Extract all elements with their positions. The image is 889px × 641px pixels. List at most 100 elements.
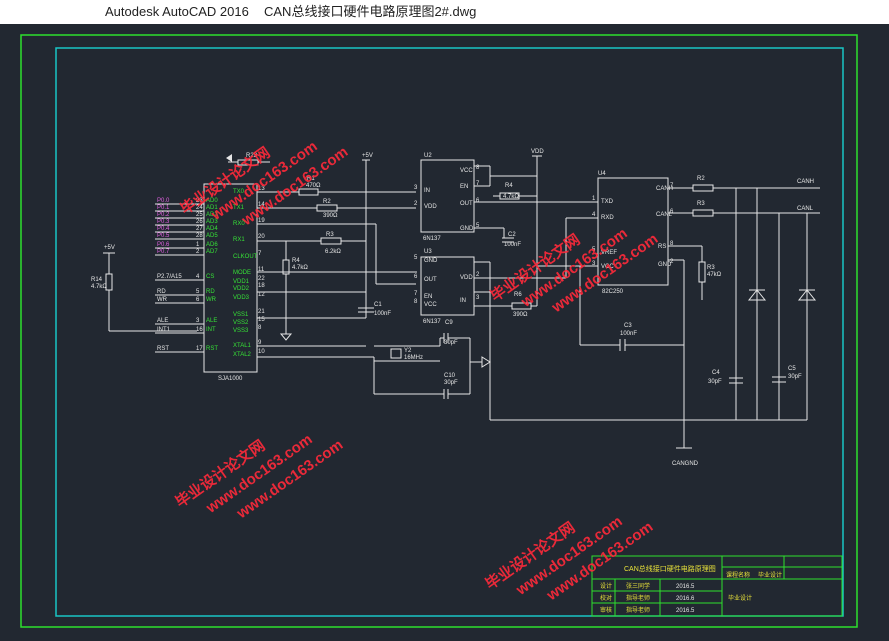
sja-pin-num: 2 xyxy=(196,249,200,255)
left-net-label: RD xyxy=(157,289,166,295)
u4-pin-label: TXD xyxy=(601,199,614,205)
u3-pin-label: EN xyxy=(424,294,432,300)
u3-pin-num: 3 xyxy=(476,295,480,301)
c2-ref: C2 xyxy=(508,232,516,238)
sja-pin-label: AD0 xyxy=(206,198,218,204)
u4-name: 82C250 xyxy=(602,289,624,295)
u2-pin-label: EN xyxy=(460,184,468,190)
watermark-2: 毕业设计论文网 www.doc163.com www.doc163.com xyxy=(172,431,346,523)
sja-pin-label: RST xyxy=(206,346,218,352)
u2-pin-label: VCC xyxy=(460,168,473,174)
sja-pin-label: RD xyxy=(206,289,215,295)
inner-border xyxy=(55,47,844,617)
tb-r1b: 张三同学 xyxy=(626,582,650,590)
c1-capacitor xyxy=(358,307,374,313)
sja-pin-label: CLKOUT xyxy=(233,254,258,260)
sja-pin-num: 11 xyxy=(258,267,265,273)
sja-pin-num: 13 xyxy=(258,186,265,192)
vcc-label: +5V xyxy=(362,153,373,159)
c10-ref: C10 xyxy=(444,373,456,379)
sja-pin-label: AD2 xyxy=(206,212,218,218)
c2-val: 100nF xyxy=(504,242,521,248)
c10-val: 30pF xyxy=(444,380,458,386)
left-net-label: P0.0 xyxy=(157,198,170,204)
sja-pin-num: 20 xyxy=(258,234,265,240)
drawing-canvas[interactable]: SJA1000 AD023AD124AD225AD326AD427AD528AD… xyxy=(0,24,889,641)
sja-pin-label: WR xyxy=(206,297,217,303)
r23-resistor: R23 xyxy=(226,153,270,166)
sja-pin-num: 18 xyxy=(258,283,265,289)
sja-pin-num: 17 xyxy=(196,346,203,352)
u4-pin-num: 8 xyxy=(670,241,674,247)
sja-pin-label: AD6 xyxy=(206,242,218,248)
r6-val: 390Ω xyxy=(513,312,528,318)
c1-val: 100nF xyxy=(374,311,391,317)
left-net-label: P0.5 xyxy=(157,233,170,239)
sja-pin-num: 7 xyxy=(258,251,262,257)
sja-pin-label: TX1 xyxy=(233,205,245,211)
sja-pin-num: 1 xyxy=(196,242,200,248)
r14-resistor: +5V R14 4.7kΩ xyxy=(91,245,197,332)
sja-pin-num: 12 xyxy=(258,292,265,298)
sja-pin-num: 3 xyxy=(196,318,200,324)
left-net-label: WR xyxy=(157,297,168,303)
tb-r2c: 2016.6 xyxy=(676,596,695,602)
c3-val: 100nF xyxy=(620,331,637,337)
tb-r3a: 审核 xyxy=(600,606,612,614)
c9-ref: C9 xyxy=(445,320,453,326)
r2-val: 390Ω xyxy=(323,213,338,219)
sja-pin-label: RX1 xyxy=(233,237,245,243)
sja-pin-label: VSS1 xyxy=(233,312,249,318)
u2-pin-num: 2 xyxy=(414,201,418,207)
sja-pin-num: 14 xyxy=(258,202,265,208)
can-bus-wires xyxy=(579,184,820,448)
tb-title: CAN总线接口硬件电路原理图 xyxy=(624,564,716,573)
u2-pin-num: 5 xyxy=(476,223,480,229)
r4b-val: 4.7kΩ xyxy=(503,194,519,200)
crystal-val: 16MHz xyxy=(404,355,423,361)
c5-ref: C5 xyxy=(788,366,796,372)
u2-pin-label: IN xyxy=(424,188,430,194)
r6-ref: R6 xyxy=(514,292,522,298)
vdd-label: VDD xyxy=(531,149,544,155)
u3-pin-label: OUT xyxy=(424,277,437,283)
tb-right-a: 课程名称 xyxy=(726,571,750,579)
sja-pin-label: AD4 xyxy=(206,226,218,232)
sja-pin-num: 21 xyxy=(258,309,265,315)
u4-pin-num: 3 xyxy=(592,261,596,267)
canh-label: CANH xyxy=(797,179,814,185)
r1-val: 470Ω xyxy=(306,183,321,189)
rs-val: 47kΩ xyxy=(707,272,722,278)
sja1000-name: SJA1000 xyxy=(218,376,243,382)
sja-pin-num: 16 xyxy=(196,327,203,333)
u4-pin-num: 6 xyxy=(670,209,674,215)
u3-pin-num: 6 xyxy=(414,274,418,280)
sja-pin-label: VDD3 xyxy=(233,295,250,301)
sja-pin-num: 25 xyxy=(196,212,203,218)
cangnd-label: CANGND xyxy=(672,461,699,467)
left-net-label: P0.1 xyxy=(157,205,170,211)
u2-pin-num: 3 xyxy=(414,185,418,191)
sja-pin-label: VSS2 xyxy=(233,320,249,326)
u4-pin-label: CANH xyxy=(656,186,673,192)
r4-val: 4.7kΩ xyxy=(292,265,308,271)
sja-pin-num: 24 xyxy=(196,205,203,211)
u3-pin-label: IN xyxy=(460,298,466,304)
u4-pin-num: 1 xyxy=(592,196,596,202)
title-bar: Autodesk AutoCAD 2016 CAN总线接口硬件电路原理图2#.d… xyxy=(0,0,889,24)
sja-pin-num: 5 xyxy=(196,289,200,295)
title-block xyxy=(591,555,843,617)
c9-val: 30pF xyxy=(444,340,458,346)
left-net-label: ALE xyxy=(157,318,168,324)
c4-ref: C4 xyxy=(712,370,720,376)
sja-pin-label: AD5 xyxy=(206,233,218,239)
r4-ref: R4 xyxy=(292,258,300,264)
sja-pin-label: XTAL2 xyxy=(233,352,252,358)
sja-pin-num: 28 xyxy=(196,233,203,239)
u4-pin-num: 7 xyxy=(670,183,674,189)
u2-pin-num: 8 xyxy=(476,165,480,171)
sja-pin-num: 15 xyxy=(258,317,265,323)
sja-pin-num: 10 xyxy=(258,349,265,355)
rp3-ref: R3 xyxy=(697,201,705,207)
